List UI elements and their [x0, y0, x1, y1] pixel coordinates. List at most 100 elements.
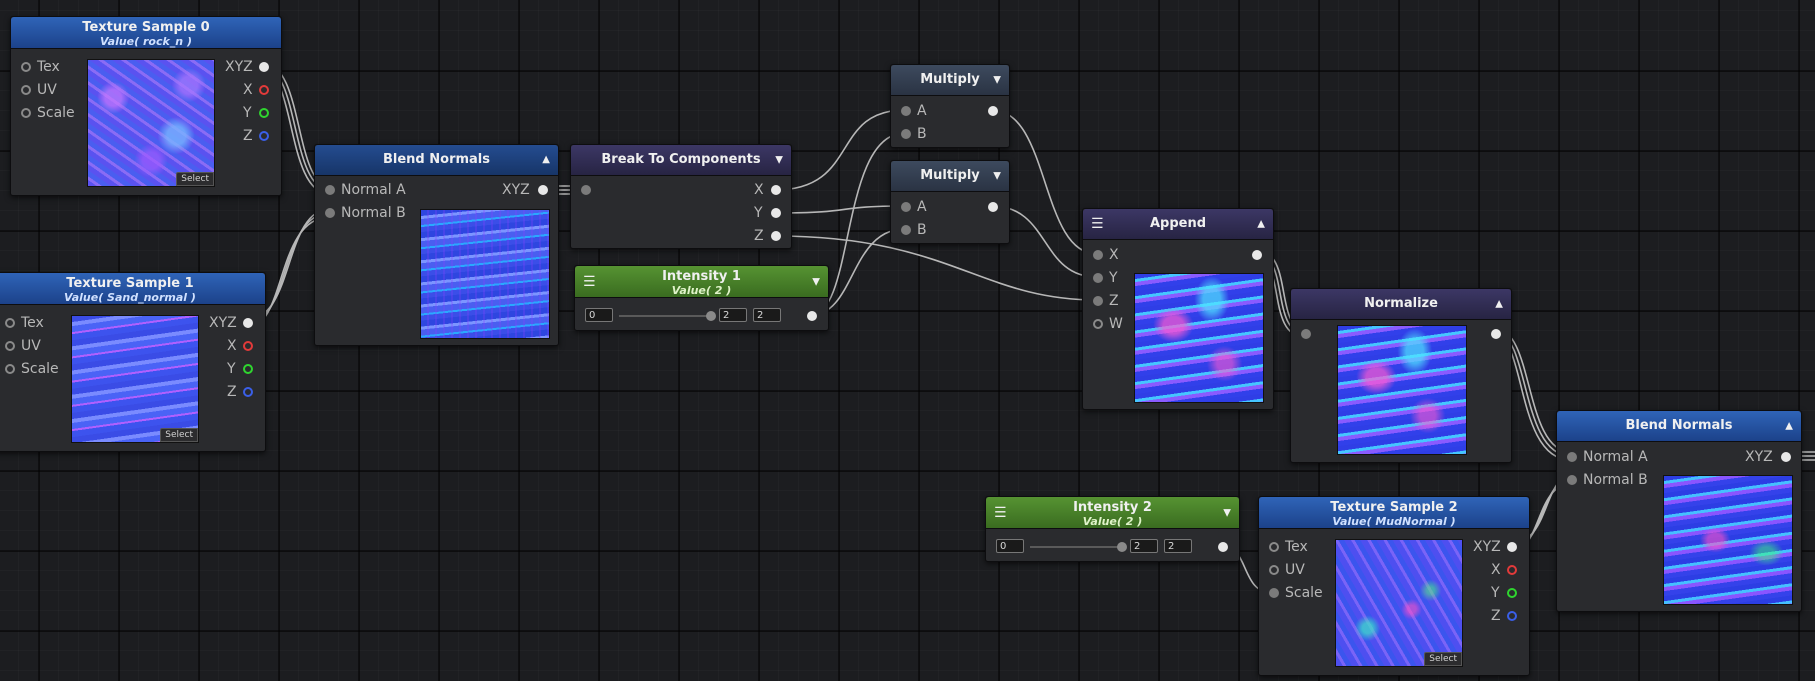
port-y-out[interactable] — [243, 364, 253, 374]
port-out[interactable] — [988, 106, 998, 116]
port-w[interactable] — [1093, 319, 1103, 329]
port-xyz-out[interactable] — [259, 62, 269, 72]
min-field[interactable]: 0 — [585, 308, 613, 322]
hamburger-icon[interactable]: ☰ — [583, 273, 596, 290]
port-tex[interactable] — [1269, 542, 1279, 552]
node-header[interactable]: ☰ Append ▲ — [1083, 209, 1273, 240]
node-header[interactable]: Normalize ▲ — [1291, 289, 1511, 320]
value-field[interactable]: 2 — [1130, 539, 1158, 553]
port-a[interactable] — [901, 106, 911, 116]
port-z[interactable] — [1093, 296, 1103, 306]
port-scale[interactable] — [1269, 588, 1279, 598]
texture-preview: Select — [71, 315, 199, 443]
node-header[interactable]: Texture Sample 0 Value( rock_n ) — [11, 17, 281, 49]
triangle-up-icon[interactable]: ▲ — [542, 154, 550, 165]
port-x-out[interactable] — [243, 341, 253, 351]
port-b[interactable] — [901, 225, 911, 235]
min-field[interactable]: 0 — [996, 539, 1024, 553]
normalize-node[interactable]: Normalize ▲ — [1290, 288, 1512, 463]
port-uv[interactable] — [21, 85, 31, 95]
port-label: XYZ — [225, 59, 253, 75]
hamburger-icon[interactable]: ☰ — [1091, 216, 1104, 232]
port-normal-a[interactable] — [325, 185, 335, 195]
triangle-down-icon[interactable]: ▼ — [993, 170, 1001, 182]
port-y-out[interactable] — [259, 108, 269, 118]
port-out[interactable] — [1491, 329, 1501, 339]
select-button[interactable]: Select — [160, 428, 198, 442]
port-tex[interactable] — [21, 62, 31, 72]
port-xyz-out[interactable] — [1507, 542, 1517, 552]
triangle-up-icon[interactable]: ▲ — [1785, 420, 1793, 432]
node-value: Value( Sand_normal ) — [64, 291, 196, 304]
port-x-out[interactable] — [259, 85, 269, 95]
slider-track[interactable] — [1030, 546, 1122, 548]
node-header[interactable]: Texture Sample 1 Value( Sand_normal ) — [0, 273, 265, 305]
port-value-out[interactable] — [807, 311, 817, 321]
triangle-down-icon[interactable]: ▼ — [993, 74, 1001, 86]
select-button[interactable]: Select — [176, 172, 214, 186]
slider-track[interactable] — [619, 315, 711, 317]
port-xyz-out[interactable] — [243, 318, 253, 328]
port-input[interactable] — [581, 185, 591, 195]
port-scale[interactable] — [5, 364, 15, 374]
blend-normals-node-1[interactable]: Blend Normals ▲ Normal A Normal B XYZ — [314, 144, 559, 346]
port-value-out[interactable] — [1218, 542, 1228, 552]
intensity-1-node[interactable]: ☰ Intensity 1 Value( 2 ) ▼ 0 2 2 — [574, 265, 829, 331]
port-out[interactable] — [988, 202, 998, 212]
port-scale[interactable] — [21, 108, 31, 118]
port-y-out[interactable] — [1507, 588, 1517, 598]
blend-normals-node-2[interactable]: Blend Normals ▲ Normal A Normal B XYZ — [1556, 410, 1802, 612]
slider-thumb[interactable] — [1117, 542, 1127, 552]
port-xyz-out[interactable] — [1781, 452, 1791, 462]
intensity-2-node[interactable]: ☰ Intensity 2 Value( 2 ) ▼ 0 2 2 — [985, 496, 1240, 562]
intensity-slider-row: 0 2 2 — [996, 539, 1229, 555]
multiply-node-2[interactable]: Multiply ▼ A B — [890, 160, 1010, 244]
break-to-components-node[interactable]: Break To Components ▼ X Y Z — [570, 144, 792, 249]
select-button[interactable]: Select — [1424, 652, 1462, 666]
node-header[interactable]: ☰ Intensity 2 Value( 2 ) ▼ — [986, 497, 1239, 529]
port-b[interactable] — [901, 129, 911, 139]
port-z-out[interactable] — [771, 231, 781, 241]
node-header[interactable]: Multiply ▼ — [891, 65, 1009, 96]
node-header[interactable]: Texture Sample 2 Value( MudNormal ) — [1259, 497, 1529, 529]
port-z-out[interactable] — [259, 131, 269, 141]
port-x-out[interactable] — [771, 185, 781, 195]
triangle-down-icon[interactable]: ▼ — [775, 154, 783, 166]
triangle-up-icon[interactable]: ▲ — [1257, 218, 1265, 230]
node-header[interactable]: Multiply ▼ — [891, 161, 1009, 192]
texture-sample-0-node[interactable]: Texture Sample 0 Value( rock_n ) Tex UV … — [10, 16, 282, 196]
texture-sample-2-node[interactable]: Texture Sample 2 Value( MudNormal ) Tex … — [1258, 496, 1530, 676]
node-header[interactable]: Blend Normals ▲ — [315, 145, 558, 176]
port-out[interactable] — [1252, 250, 1262, 260]
port-uv[interactable] — [1269, 565, 1279, 575]
node-header[interactable]: Blend Normals ▲ — [1557, 411, 1801, 442]
append-node[interactable]: ☰ Append ▲ X Y Z W — [1082, 208, 1274, 410]
hamburger-icon[interactable]: ☰ — [994, 504, 1007, 521]
node-header[interactable]: Break To Components ▼ — [571, 145, 791, 176]
slider-thumb[interactable] — [706, 311, 716, 321]
port-uv[interactable] — [5, 341, 15, 351]
port-a[interactable] — [901, 202, 911, 212]
multiply-node-1[interactable]: Multiply ▼ A B — [890, 64, 1010, 148]
port-xyz-out[interactable] — [538, 185, 548, 195]
node-header[interactable]: ☰ Intensity 1 Value( 2 ) ▼ — [575, 266, 828, 298]
port-x-out[interactable] — [1507, 565, 1517, 575]
max-field[interactable]: 2 — [1164, 539, 1192, 553]
port-tex[interactable] — [5, 318, 15, 328]
port-y[interactable] — [1093, 273, 1103, 283]
port-z-out[interactable] — [1507, 611, 1517, 621]
port-normal-b[interactable] — [1567, 475, 1577, 485]
port-y-out[interactable] — [771, 208, 781, 218]
texture-sample-1-node[interactable]: Texture Sample 1 Value( Sand_normal ) Te… — [0, 272, 266, 452]
port-normal-a[interactable] — [1567, 452, 1577, 462]
port-normal-b[interactable] — [325, 208, 335, 218]
triangle-up-icon[interactable]: ▲ — [1495, 298, 1503, 310]
node-title: Blend Normals — [1625, 418, 1733, 433]
max-field[interactable]: 2 — [753, 308, 781, 322]
triangle-down-icon[interactable]: ▼ — [1223, 507, 1231, 518]
port-z-out[interactable] — [243, 387, 253, 397]
value-field[interactable]: 2 — [719, 308, 747, 322]
port-input[interactable] — [1301, 329, 1311, 339]
triangle-down-icon[interactable]: ▼ — [812, 276, 820, 287]
port-x[interactable] — [1093, 250, 1103, 260]
